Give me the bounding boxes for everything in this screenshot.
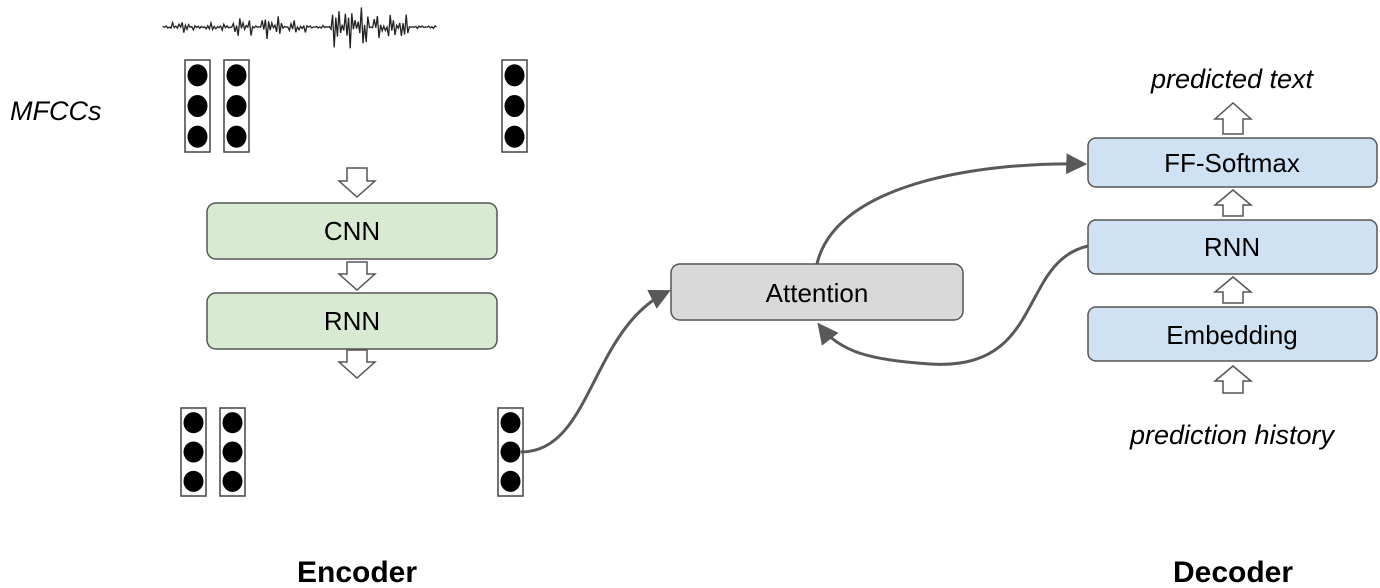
- feature-dot: [222, 470, 243, 492]
- attention-label: Attention: [766, 278, 869, 308]
- hollow-up-arrow: [337, 261, 377, 292]
- cnn-label: CNN: [324, 216, 380, 246]
- feature-dot: [500, 441, 521, 463]
- ff-softmax-block: [1087, 137, 1378, 188]
- feature-dot: [226, 94, 247, 118]
- feature-vector: [497, 407, 524, 497]
- feature-dot: [504, 64, 525, 87]
- cnn-block: [206, 202, 498, 260]
- feature-dot: [226, 64, 247, 87]
- feature-vector: [180, 407, 207, 497]
- encoder-title: Encoder: [297, 556, 417, 588]
- hollow-up-arrow: [1212, 189, 1254, 217]
- feature-dot: [222, 412, 243, 434]
- hollow-up-arrow: [1212, 276, 1254, 304]
- feature-dot: [226, 125, 247, 148]
- feature-dot: [222, 441, 243, 463]
- encoder-to-attention-arrow: [520, 290, 671, 454]
- feature-vector: [184, 59, 211, 153]
- feature-dot: [187, 125, 208, 148]
- predicted-text-label: predicted text: [1150, 64, 1315, 94]
- ff-softmax-label: FF-Softmax: [1164, 148, 1300, 178]
- encoder-output-vectors: [180, 407, 524, 497]
- audio-waveform: [162, 7, 437, 49]
- hollow-up-arrow: [1213, 101, 1253, 135]
- feature-dot: [183, 470, 204, 492]
- feature-vector: [223, 59, 250, 153]
- decoder-rnn-label: RNN: [1204, 232, 1260, 262]
- hollow-up-arrow: [1212, 365, 1254, 394]
- feature-dot: [504, 94, 525, 118]
- embedding-label: Embedding: [1166, 320, 1298, 350]
- decoder-rnn-block: [1087, 219, 1378, 275]
- feature-dot: [183, 412, 204, 434]
- feature-dot: [504, 125, 525, 148]
- encoder-rnn-block: [206, 292, 498, 350]
- hollow-up-arrow: [337, 349, 377, 380]
- feature-dot: [500, 412, 521, 434]
- input-feature-vectors: [184, 59, 528, 153]
- encoder-stack: CNN RNN: [206, 167, 498, 380]
- feature-dot: [187, 94, 208, 118]
- feature-vector: [501, 59, 528, 153]
- decoder-rnn-to-attention-arrow: [817, 244, 1089, 366]
- feature-dot: [187, 64, 208, 87]
- feature-dot: [183, 441, 204, 463]
- encoder-rnn-label: RNN: [324, 306, 380, 336]
- attention-to-softmax-arrow: [815, 153, 1088, 265]
- prediction-history-label: prediction history: [1129, 420, 1336, 450]
- decoder-stack: predicted text FF-Softmax RNN Embedding …: [1087, 64, 1378, 450]
- embedding-block: [1087, 306, 1378, 362]
- feature-dot: [500, 470, 521, 492]
- mfccs-label: MFCCs: [10, 96, 101, 126]
- feature-vector: [219, 407, 246, 497]
- decoder-title: Decoder: [1173, 556, 1293, 588]
- hollow-up-arrow: [337, 167, 377, 199]
- waveform-trace: [162, 7, 437, 49]
